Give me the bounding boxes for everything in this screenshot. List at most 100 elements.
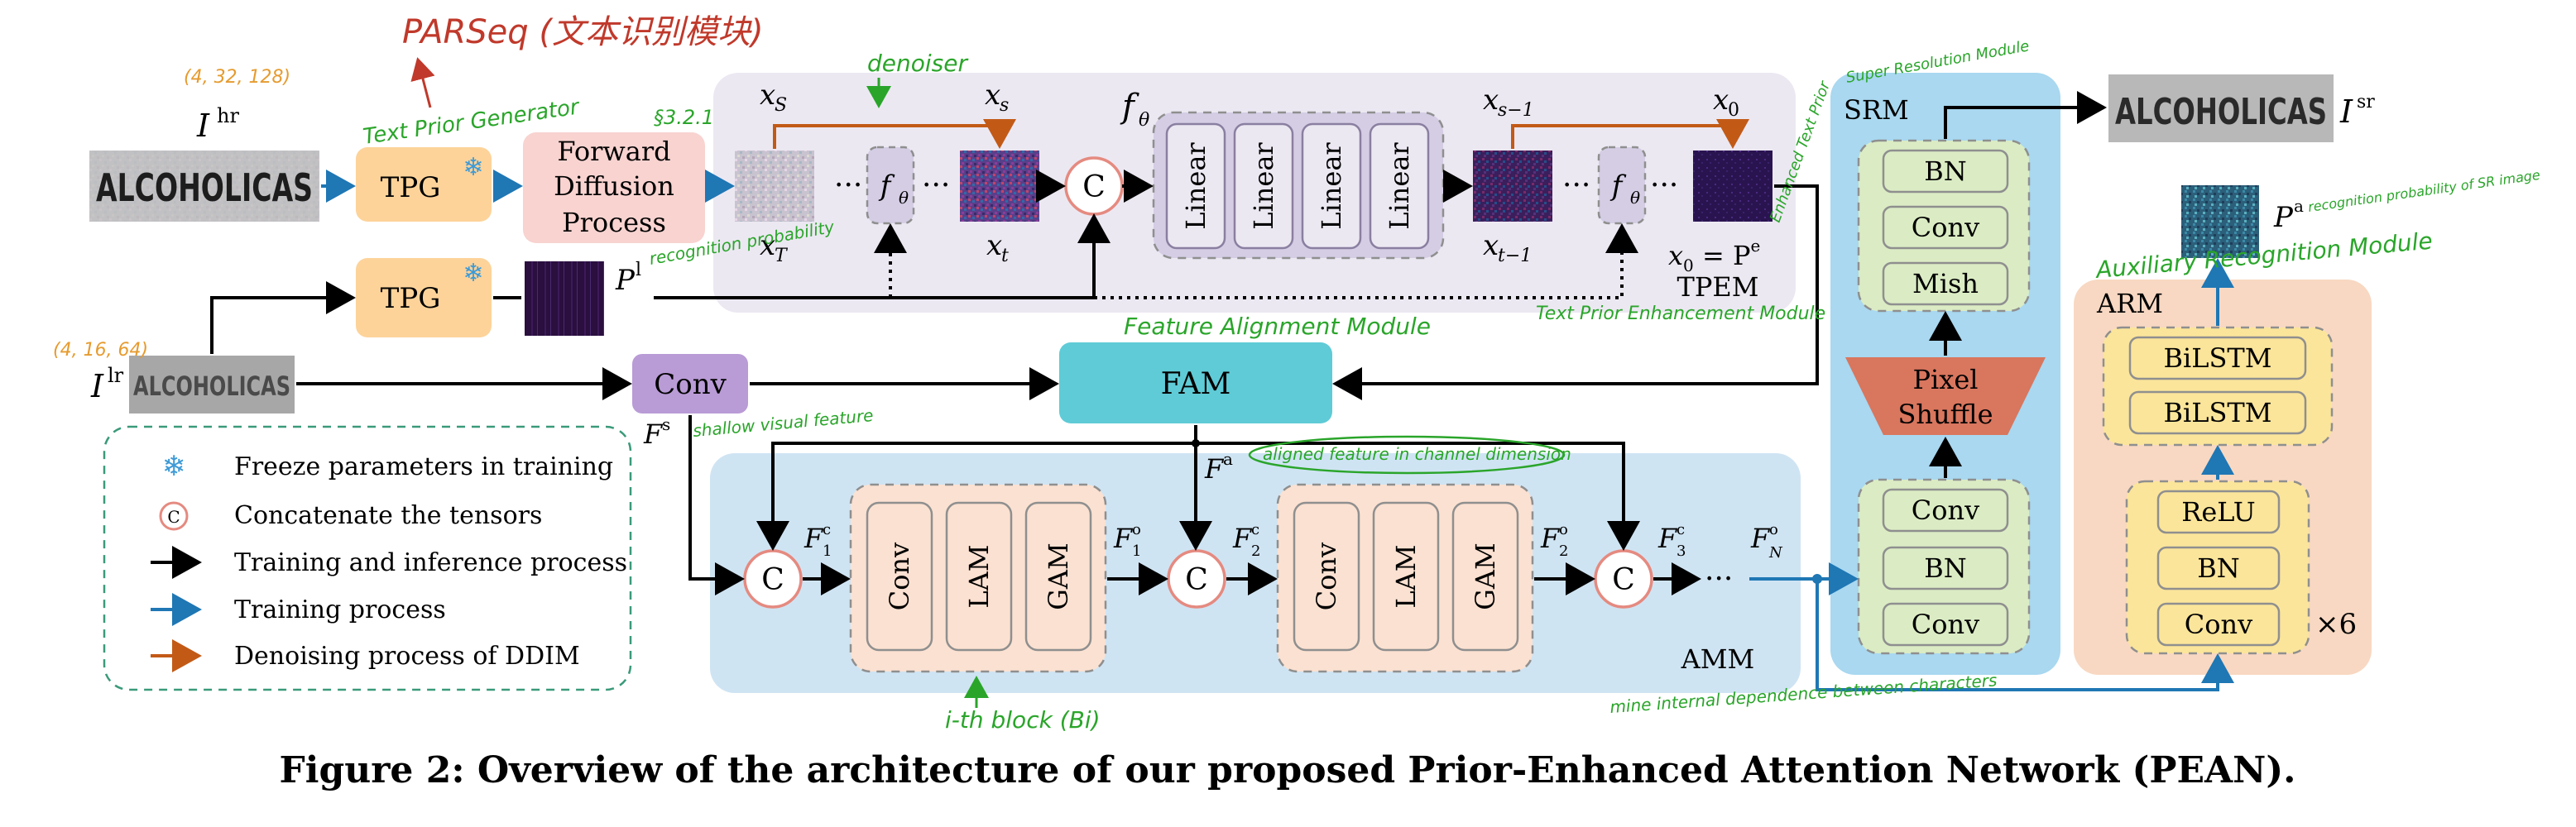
svg-text:BN: BN [2197, 552, 2240, 584]
svg-text:Conv: Conv [884, 543, 915, 610]
svg-text:s−1: s−1 [1498, 100, 1534, 121]
label-F2o: F o 2 [1540, 521, 1568, 560]
svg-text:C: C [761, 563, 784, 597]
svg-text:I: I [90, 368, 104, 404]
svg-text:c: c [823, 521, 831, 538]
svg-text:x0 = Pe: x0 = Pe [1668, 236, 1760, 275]
arrow [1944, 91, 2107, 139]
svg-text:BN: BN [1924, 155, 1967, 187]
annotation-lr-shape: (4, 16, 64) [53, 340, 148, 361]
label-xt1: x t−1 [1483, 229, 1532, 266]
arm-bottom-block: ReLU BN Conv [2125, 480, 2310, 655]
arrow [773, 119, 1016, 149]
annotation-parseq: PARSeq (文本识别模块) [402, 13, 764, 51]
svg-text:TPG: TPG [381, 171, 441, 204]
svg-text:o: o [1559, 521, 1568, 538]
svg-text:F: F [1113, 523, 1134, 554]
concat-node-amm-1: C [743, 549, 803, 609]
label-F3c: F c 3 [1657, 521, 1686, 560]
sr-image: ALCOHOLICAS [2108, 74, 2334, 142]
svg-text:Linear: Linear [1248, 142, 1279, 230]
amm-block-2: Conv LAM GAM [1276, 483, 1534, 673]
legend-text: Training process [234, 595, 446, 624]
svg-text:o: o [1132, 521, 1141, 538]
legend-row-freeze: ❄ Freeze parameters in training [162, 450, 613, 483]
svg-text:BiLSTM: BiLSTM [2163, 342, 2271, 374]
svg-text:F: F [1232, 523, 1253, 554]
conv-block-shallow: Conv [632, 354, 748, 414]
svg-text:l: l [636, 260, 641, 280]
annotation-aligned: aligned feature in channel dimension [1263, 444, 1571, 464]
svg-text:LAM: LAM [1390, 544, 1422, 608]
annotation-tpem: Text Prior Enhancement Module [1536, 304, 1825, 324]
svg-text:a: a [1223, 449, 1233, 469]
svg-text:c: c [1677, 521, 1685, 538]
snowflake-icon: ❄ [463, 153, 483, 182]
svg-text:Mish: Mish [1912, 268, 1979, 299]
arrow [688, 415, 745, 595]
svg-text:lr: lr [108, 364, 124, 387]
svg-text:F: F [1204, 453, 1225, 485]
svg-text:2: 2 [1251, 543, 1260, 560]
pixel-shuffle-block: Pixel Shuffle [1845, 357, 2046, 435]
label-FNo: F o N [1750, 521, 1783, 562]
arrow [1816, 579, 2234, 691]
ellipsis: ··· [1705, 562, 1733, 596]
svg-text:1: 1 [823, 543, 832, 560]
svg-text:Forward: Forward [557, 136, 670, 167]
svg-text:GAM: GAM [1043, 543, 1074, 609]
svg-text:I: I [196, 108, 210, 144]
svg-text:F: F [804, 523, 824, 554]
svg-text:Conv: Conv [1912, 212, 1979, 243]
svg-text:P: P [2273, 201, 2294, 234]
svg-text:Linear: Linear [1384, 142, 1415, 230]
label-xS: x S [760, 79, 787, 116]
label-Fa: F a [1204, 449, 1233, 485]
linear-layer-1: Linear [1165, 122, 1226, 250]
label-x0: x 0 [1713, 84, 1739, 121]
linear-layer-4: Linear [1369, 122, 1430, 250]
arrow [1196, 442, 1640, 551]
legend-box [103, 425, 632, 691]
svg-text:Pixel: Pixel [1913, 364, 1979, 395]
snowflake-icon: ❄ [162, 450, 186, 483]
svg-text:θ: θ [1630, 188, 1640, 208]
lr-image: ALCOHOLICAS [129, 356, 295, 414]
amm-label: AMM [1681, 643, 1755, 675]
svg-text:x: x [986, 229, 1002, 262]
svg-text:BN: BN [1924, 552, 1967, 584]
svg-text:t−1: t−1 [1498, 246, 1532, 266]
svg-text:Linear: Linear [1180, 142, 1211, 230]
srm-bottom-block: Conv BN Conv [1857, 478, 2031, 655]
tpem-label: TPEM [1677, 271, 1759, 303]
svg-text:LAM: LAM [963, 544, 995, 608]
label-Fs: F s [643, 414, 670, 450]
svg-text:x: x [1483, 229, 1499, 262]
svg-text:Conv: Conv [1912, 609, 1979, 640]
label-xs: x s [985, 79, 1009, 116]
svg-text:F: F [643, 418, 664, 450]
linear-layer-3: Linear [1301, 122, 1362, 250]
label-F1c: F c 1 [804, 521, 832, 560]
label-xs1: x s−1 [1483, 84, 1534, 121]
label-xT: x T [760, 229, 789, 266]
svg-text:Conv: Conv [2185, 609, 2252, 640]
svg-text:I: I [2339, 93, 2353, 130]
arrow [1511, 119, 1749, 149]
svg-text:GAM: GAM [1470, 543, 1501, 609]
svg-text:FAM: FAM [1161, 367, 1231, 401]
arm-label: ARM [2096, 288, 2163, 319]
concat-icon [159, 501, 189, 531]
svg-text:a: a [2294, 196, 2304, 216]
svg-text:x: x [1483, 84, 1499, 117]
fam-block: FAM [1059, 342, 1332, 423]
svg-text:t: t [1001, 246, 1009, 266]
annotation-hr-shape: (4, 32, 128) [184, 67, 290, 88]
annotation-denoiser: denoiser [867, 50, 968, 77]
svg-text:F: F [1657, 523, 1678, 554]
annotation-arm: Auxiliary Recognition Module [2094, 227, 2434, 284]
svg-text:Linear: Linear [1316, 142, 1347, 230]
hr-image: ALCOHOLICAS [89, 151, 319, 222]
sr-label: I sr [2339, 92, 2375, 130]
